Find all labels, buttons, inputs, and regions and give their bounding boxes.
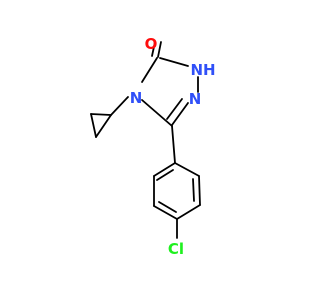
atom-chlorine: Cl bbox=[168, 240, 184, 258]
bonds bbox=[90, 41, 201, 239]
bond-c5-phenyl bbox=[171, 125, 176, 164]
bond-ph-1 bbox=[153, 162, 176, 177]
atom-n4: N bbox=[130, 89, 143, 107]
bond-ph-5-inner bbox=[192, 178, 195, 202]
bond-ph-4 bbox=[176, 204, 201, 220]
atom-oxygen: O bbox=[145, 35, 158, 53]
bond-n4-c5 bbox=[141, 99, 173, 127]
bond-n4-cyclopropyl bbox=[110, 96, 129, 116]
atom-nh: NH bbox=[190, 61, 215, 79]
molecule-canvas: O NH N N Cl bbox=[90, 35, 216, 258]
bond-ph-3 bbox=[153, 205, 178, 220]
bond-c3-o-double bbox=[151, 41, 156, 57]
bond-ph-3-inner bbox=[158, 201, 177, 213]
bond-cp-2 bbox=[90, 113, 97, 138]
bond-cp-1 bbox=[90, 113, 112, 116]
atom-n2: N bbox=[189, 90, 202, 108]
bond-cp-3 bbox=[95, 114, 112, 138]
bond-ph-6 bbox=[174, 162, 200, 177]
bond-c3-n4 bbox=[141, 57, 158, 83]
bond-c3-n1 bbox=[159, 57, 189, 67]
molecule-structure: O NH N N Cl bbox=[90, 35, 216, 258]
bond-c3-o bbox=[157, 41, 162, 58]
bond-ph-5 bbox=[198, 175, 201, 206]
bond-ph-1-inner bbox=[156, 169, 174, 181]
bond-n2-c5-double bbox=[166, 98, 183, 120]
bond-n2-c5 bbox=[171, 102, 189, 126]
